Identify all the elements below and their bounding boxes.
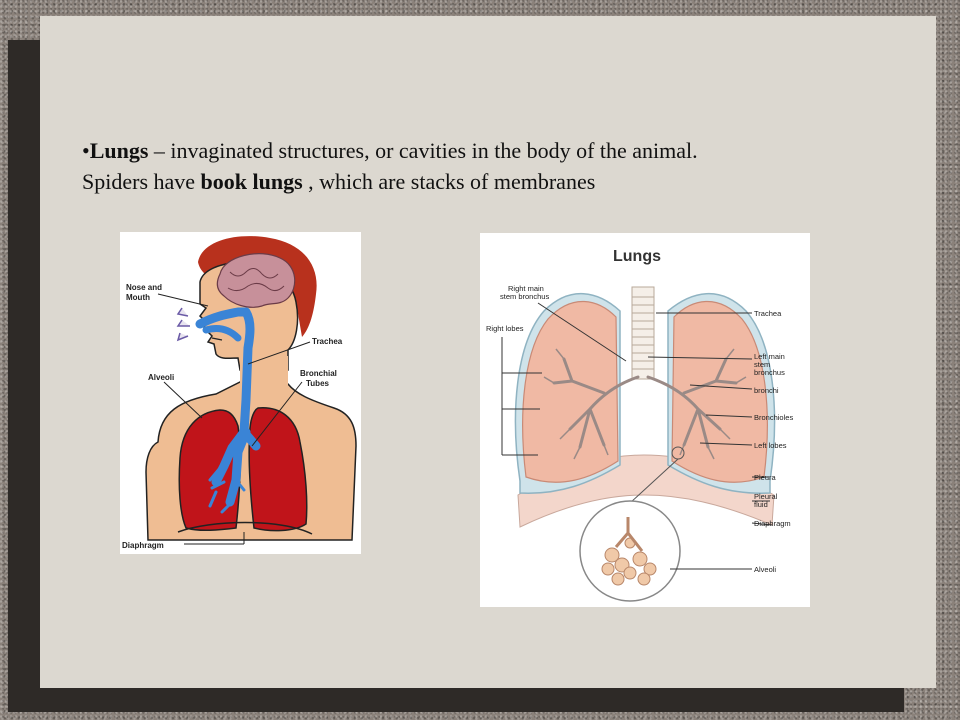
label-right-main-2: stem bronchus	[500, 292, 549, 301]
lungs-illustration: Lungs	[486, 248, 793, 602]
label-nose-mouth-2: Mouth	[126, 293, 150, 302]
slide-panel: •Lungs – invaginated structures, or cavi…	[40, 16, 936, 688]
line2-suffix: , which are stacks of membranes	[302, 169, 596, 194]
lungs-anatomy-figure: Lungs	[480, 233, 810, 607]
label-diaphragm: Diaphragm	[122, 541, 164, 550]
label-right-main-1: Right main	[508, 284, 544, 293]
label-diaphragm: Diaphragm	[754, 519, 791, 528]
label-alveoli: Alveoli	[754, 565, 776, 574]
label-trachea: Trachea	[754, 309, 782, 318]
label-trachea: Trachea	[312, 337, 343, 346]
label-alveoli: Alveoli	[148, 373, 174, 382]
lungs-definition: – invaginated structures, or cavities in…	[148, 138, 698, 163]
label-bronchi: bronchi	[754, 386, 779, 395]
label-left-main-1: Left main	[754, 352, 785, 361]
label-pleural-2: fluid	[754, 500, 768, 509]
figure-title: Lungs	[613, 248, 661, 265]
label-left-lobes: Left lobes	[754, 441, 787, 450]
label-left-main-3: bronchus	[754, 368, 785, 377]
label-pleural-1: Pleural	[754, 492, 778, 501]
respiratory-illustration: Nose and Mouth Trachea Alveoli Bronchial…	[122, 236, 357, 550]
label-bronchial-2: Tubes	[306, 379, 330, 388]
term-lungs: Lungs	[89, 138, 149, 163]
slide-text: •Lungs – invaginated structures, or cavi…	[82, 135, 902, 197]
label-bronchioles: Bronchioles	[754, 413, 793, 422]
label-nose-mouth-1: Nose and	[126, 283, 162, 292]
bullet: •	[82, 138, 90, 163]
term-book-lungs: book lungs	[200, 169, 303, 194]
label-bronchial-1: Bronchial	[300, 369, 337, 378]
label-left-main-2: stem	[754, 360, 770, 369]
label-right-lobes: Right lobes	[486, 324, 524, 333]
line2-prefix: Spiders have	[82, 169, 201, 194]
label-pleura: Pleura	[754, 473, 777, 482]
respiratory-system-figure: Nose and Mouth Trachea Alveoli Bronchial…	[120, 232, 361, 554]
